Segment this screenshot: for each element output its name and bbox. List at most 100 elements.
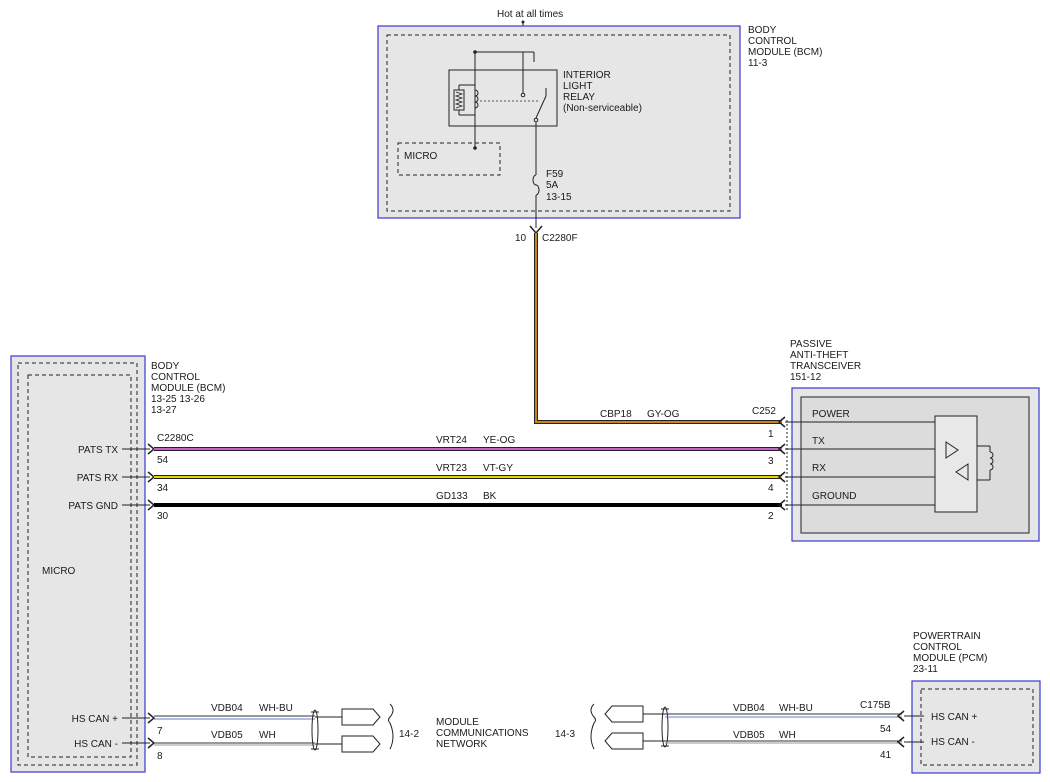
twisted-pair-left [311, 709, 319, 751]
can-left-vdb05: VDB05 [211, 730, 243, 741]
pcm-wire-vdb04: VDB04 [733, 703, 765, 714]
pats-title-2: ANTI-THEFT [790, 350, 848, 361]
bcm-top-inner-boundary [386, 34, 731, 212]
network-bracket-left [388, 703, 394, 750]
pcm-title-4: 23-11 [913, 664, 938, 675]
pats-inner-block [800, 396, 1030, 534]
pcm-title-1: POWERTRAIN [913, 631, 981, 642]
fuse-label-1: F59 [546, 169, 564, 180]
pcm-wire-wh: WH [779, 730, 796, 741]
pin-54-left: 54 [157, 455, 169, 466]
hs-can-plus-left-label: HS CAN + [72, 714, 119, 725]
connector-pin-41-pcm [896, 736, 905, 748]
c2280f-pin: 10 [515, 233, 527, 244]
pats-tx-label: TX [812, 436, 825, 447]
bcm-left-inner-boundary [27, 374, 132, 758]
pats-pin-3: 3 [768, 456, 774, 467]
micro-top-label: MICRO [404, 151, 438, 162]
bcm-top-title-2: CONTROL [748, 36, 797, 47]
pcm-wire-whbu: WH-BU [779, 703, 813, 714]
c175b-label: C175B [860, 700, 891, 711]
bcm-left-title-3: MODULE (BCM) [151, 383, 225, 394]
network-connector-right-minus [604, 732, 644, 750]
can-left-wh: WH [259, 730, 276, 741]
pats-power-label: POWER [812, 409, 850, 420]
network-connector-left-plus [341, 708, 381, 726]
bcm-top-title-4: 11-3 [748, 58, 768, 69]
pcm-hs-can-plus-label: HS CAN + [931, 712, 978, 723]
wire-vrt23-color: VT-GY [483, 463, 513, 474]
antenna-coil [989, 451, 994, 471]
micro-top-block [397, 142, 501, 176]
fuse-label-3: 13-15 [546, 192, 572, 203]
network-ref-left: 14-2 [399, 729, 419, 740]
network-connector-right-plus [604, 705, 644, 723]
pcm-pin-41: 41 [880, 750, 892, 761]
pats-pin-2: 2 [768, 511, 774, 522]
pats-rx-label: PATS RX [77, 473, 119, 484]
network-label-3: NETWORK [436, 739, 487, 750]
c252-label: C252 [752, 406, 776, 417]
pin-8-left: 8 [157, 751, 163, 762]
pcm-module [911, 680, 1041, 774]
network-connector-left-minus [341, 735, 381, 753]
pcm-title-3: MODULE (PCM) [913, 653, 987, 664]
transceiver-tx-amp [945, 441, 959, 459]
network-bracket-right [590, 703, 596, 750]
network-ref-right: 14-3 [555, 729, 575, 740]
bcm-left-title-2: CONTROL [151, 372, 200, 383]
relay-title-4: (Non-serviceable) [563, 103, 642, 114]
pin-7-left: 7 [157, 726, 163, 737]
network-label-1: MODULE [436, 717, 479, 728]
pcm-title-2: CONTROL [913, 642, 962, 653]
pin-34-left: 34 [157, 483, 169, 494]
pcm-pin-54: 54 [880, 724, 892, 735]
connector-pin-7 [147, 712, 156, 724]
wire-cbp18 [535, 233, 782, 423]
wire-cbp18-color: GY-OG [647, 409, 680, 420]
connector-pin-1 [777, 416, 786, 428]
wire-gd133-color: BK [483, 491, 497, 502]
wire-vrt24-circuit: VRT24 [436, 435, 467, 446]
wire-gd133-circuit: GD133 [436, 491, 468, 502]
twisted-pair-right [661, 706, 669, 748]
hot-at-all-times-label: Hot at all times [497, 9, 563, 20]
pats-pin-1: 1 [768, 429, 774, 440]
bcm-left-module [10, 355, 146, 773]
relay-switch [535, 95, 547, 119]
bcm-top-title-3: MODULE (BCM) [748, 47, 822, 58]
micro-left-label: MICRO [42, 566, 76, 577]
pats-title-3: TRANSCEIVER [790, 361, 861, 372]
wire-vrt23-circuit: VRT23 [436, 463, 467, 474]
transceiver-rx-amp [955, 463, 969, 481]
relay-contact [520, 92, 526, 98]
pats-title-1: PASSIVE [790, 339, 832, 350]
bcm-left-outer-boundary [17, 362, 138, 766]
wire-vrt24-color: YE-OG [483, 435, 515, 446]
pats-gnd-label: PATS GND [68, 501, 118, 512]
wire-cbp18-circuit: CBP18 [600, 409, 632, 420]
relay-title-1: INTERIOR [563, 70, 611, 81]
fuse-f59-symbol [532, 174, 540, 196]
bcm-top-title-1: BODY [748, 25, 777, 36]
pcm-wire-vdb05: VDB05 [733, 730, 765, 741]
relay-title-2: LIGHT [563, 81, 592, 92]
pats-rx-label: RX [812, 463, 826, 474]
interior-light-relay [448, 69, 558, 127]
connector-pin-3 [777, 443, 786, 455]
pats-tx-label: PATS TX [78, 445, 118, 456]
bcm-left-title-4: 13-25 13-26 [151, 394, 205, 405]
c2280c-label: C2280C [157, 433, 194, 444]
pats-ground-label: GROUND [812, 491, 856, 502]
can-left-vdb04: VDB04 [211, 703, 243, 714]
bcm-left-title-1: BODY [151, 361, 180, 372]
can-left-whbu: WH-BU [259, 703, 293, 714]
pin-30-left: 30 [157, 511, 169, 522]
connector-pin-2 [777, 499, 786, 511]
connector-pin-4 [777, 471, 786, 483]
pcm-hs-can-minus-label: HS CAN - [931, 737, 975, 748]
connector-pin-54-pcm [896, 710, 905, 722]
relay-title-3: RELAY [563, 92, 595, 103]
pats-pin-4: 4 [768, 483, 774, 494]
network-label-2: COMMUNICATIONS [436, 728, 529, 739]
